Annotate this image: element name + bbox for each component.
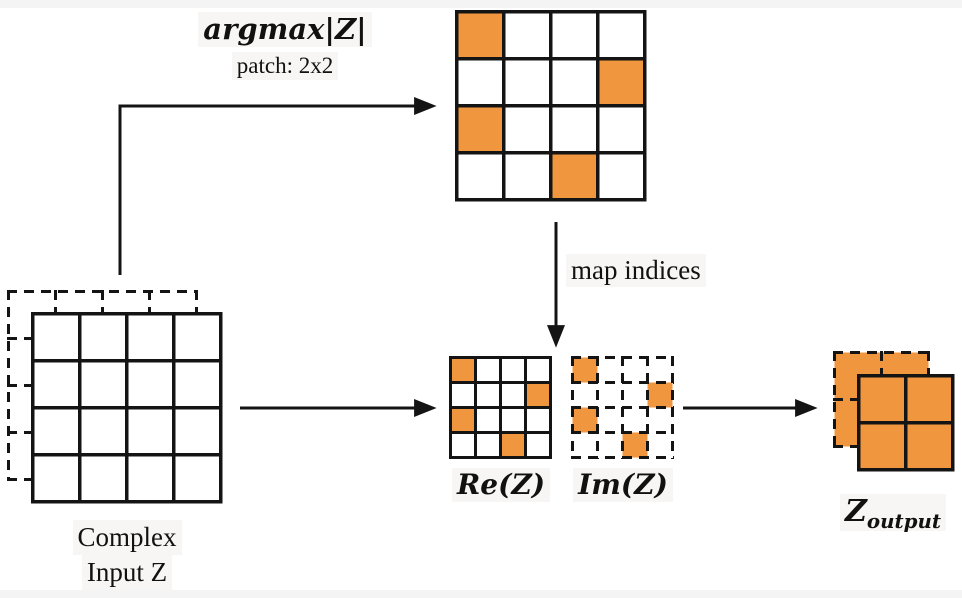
grid-cell [550, 58, 598, 106]
grid-cell [503, 58, 551, 106]
grid-cell [647, 432, 673, 458]
grid-cell [597, 382, 623, 408]
grid-cell [500, 357, 526, 383]
map-indices-label-text: map indices [566, 254, 706, 288]
grid-cell [79, 407, 127, 455]
grid-cell [647, 407, 673, 433]
real-part-grid [449, 356, 552, 459]
grid-cell [500, 432, 526, 458]
grid-cell [597, 152, 645, 200]
grid-cell [503, 105, 551, 153]
output-grid-real-layer [857, 374, 955, 472]
grid-cell [173, 454, 221, 502]
grid-cell [79, 454, 127, 502]
output-label-base: Z [845, 494, 867, 529]
grid-cell [475, 432, 501, 458]
argmax-result-grid [455, 10, 647, 202]
grid-cell [525, 432, 551, 458]
grid-cell [550, 11, 598, 59]
real-part-label-text: Re(Z) [451, 468, 551, 503]
grid-cell [647, 357, 673, 383]
grid-cell [475, 357, 501, 383]
grid-cell [126, 313, 174, 361]
output-label-subscript: output [866, 508, 941, 533]
grid-cell [525, 382, 551, 408]
grid-cell [572, 382, 598, 408]
grid-cell [572, 432, 598, 458]
grid-cell [503, 152, 551, 200]
argmax-label-text: argmax|Z| [198, 12, 372, 48]
grid-cell [32, 313, 80, 361]
grid-cell [126, 454, 174, 502]
grid-cell [905, 375, 953, 423]
complex-input-line1: Complex [72, 520, 182, 555]
grid-cell [622, 432, 648, 458]
imaginary-part-label-text: Im(Z) [573, 468, 673, 503]
grid-cell [450, 407, 476, 433]
output-label: Zoutput [828, 494, 958, 531]
grid-cell [456, 58, 504, 106]
grid-cell [597, 357, 623, 383]
grid-cell [597, 58, 645, 106]
patch-size-label: patch: 2x2 [178, 52, 392, 81]
argmax-elbow-arrow [118, 97, 437, 275]
grid-cell [456, 105, 504, 153]
grid-cell [126, 360, 174, 408]
patch-size-label-text: patch: 2x2 [231, 52, 339, 81]
argmax-label: argmax|Z| [178, 12, 392, 48]
grid-cell [79, 313, 127, 361]
grid-cell [622, 382, 648, 408]
grid-cell [597, 407, 623, 433]
imaginary-part-label: Im(Z) [571, 468, 675, 503]
grid-cell [475, 407, 501, 433]
complex-input-label: Complex Input Z [23, 520, 231, 590]
grid-cell [858, 375, 906, 423]
grid-cell [597, 105, 645, 153]
grid-cell [597, 11, 645, 59]
grid-cell [450, 357, 476, 383]
imaginary-part-grid [571, 356, 674, 459]
grid-cell [32, 407, 80, 455]
grid-cell [622, 357, 648, 383]
grid-cell [550, 105, 598, 153]
grid-cell [622, 407, 648, 433]
grid-cell [647, 382, 673, 408]
grid-cell [32, 360, 80, 408]
grid-cell [500, 407, 526, 433]
grid-cell [500, 382, 526, 408]
grid-cell [572, 357, 598, 383]
real-part-label: Re(Z) [449, 468, 553, 503]
complex-input-line2: Input Z [81, 555, 173, 590]
grid-cell [173, 407, 221, 455]
grid-cell [450, 432, 476, 458]
grid-cell [173, 360, 221, 408]
grid-cell [126, 407, 174, 455]
grid-cell [456, 152, 504, 200]
grid-cell [905, 422, 953, 470]
grid-cell [173, 313, 221, 361]
grid-cell [597, 432, 623, 458]
grid-cell [32, 454, 80, 502]
grid-cell [858, 422, 906, 470]
top-letterbox-strip [0, 0, 962, 8]
grid-cell [503, 11, 551, 59]
grid-cell [475, 382, 501, 408]
grid-cell [572, 407, 598, 433]
grid-cell [456, 11, 504, 59]
grid-cell [450, 382, 476, 408]
input-grid-real-layer [31, 312, 223, 504]
grid-cell [525, 357, 551, 383]
bottom-letterbox-strip [0, 590, 962, 598]
grid-cell [79, 360, 127, 408]
map-indices-label: map indices [566, 254, 706, 288]
grid-cell [550, 152, 598, 200]
grid-cell [525, 407, 551, 433]
